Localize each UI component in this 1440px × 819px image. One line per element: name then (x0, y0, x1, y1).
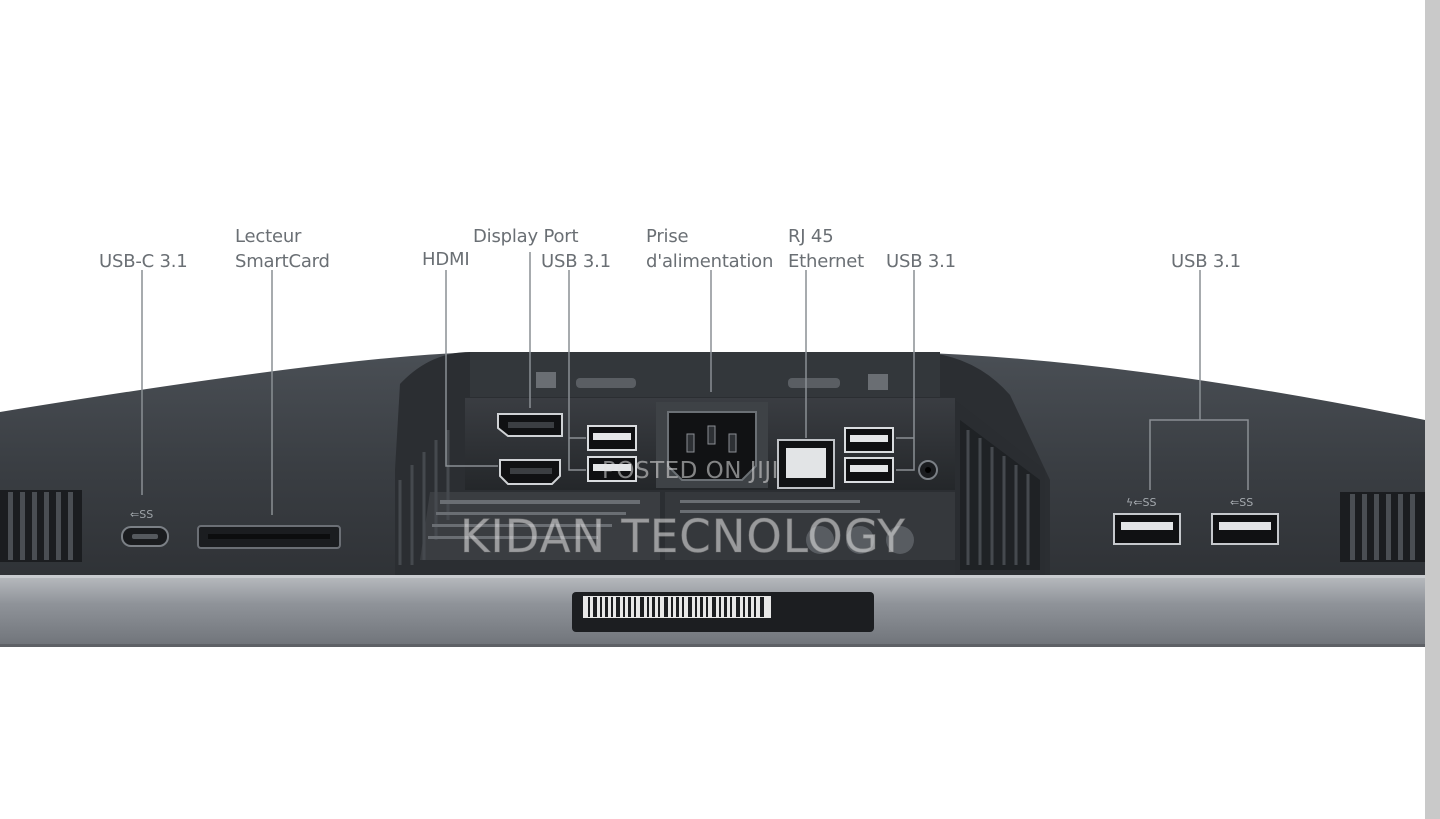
usb-port-left-bottom (587, 456, 637, 482)
usb-c-port: ⇐SS (121, 508, 169, 547)
audio-jack (918, 460, 938, 480)
label-usb-left-text: USB 3.1 (541, 251, 611, 272)
label-displayport-text: Display Port (473, 226, 579, 247)
label-rj45-line2: Ethernet (788, 251, 864, 272)
displayport-port (497, 413, 563, 437)
usb-port-side-1: ϟ⇐SS (1113, 496, 1181, 545)
regulatory-marks (428, 500, 914, 554)
smartcard-reader-slot (197, 525, 341, 549)
label-power-socket: Prise d'alimentation (646, 224, 773, 274)
usb-port-side-2: ⇐SS (1211, 496, 1279, 545)
svg-text:⇐SS: ⇐SS (1230, 496, 1253, 509)
left-vent-grille (0, 490, 82, 562)
label-usb-side-text: USB 3.1 (1171, 251, 1241, 272)
vertical-scrollbar[interactable] (1425, 0, 1440, 819)
label-rj45-ethernet: RJ 45 Ethernet (788, 224, 864, 274)
scrollbar-thumb[interactable] (1425, 0, 1440, 819)
power-socket (656, 402, 768, 488)
watermark-posted-on: POSTED ON JIJI (602, 458, 779, 484)
label-hdmi: HDMI (422, 247, 470, 272)
leader-lines (141, 252, 1249, 515)
label-usb-right-text: USB 3.1 (886, 251, 956, 272)
hdmi-port (499, 459, 561, 485)
usb-port-right-bottom (844, 457, 894, 483)
label-usb-right: USB 3.1 (886, 249, 956, 274)
label-usb-c: USB-C 3.1 (99, 249, 188, 274)
label-smartcard-line2: SmartCard (235, 251, 330, 272)
bay-vent-slots (966, 430, 1030, 565)
rj45-ethernet-port (777, 439, 835, 489)
svg-text:ϟ⇐SS: ϟ⇐SS (1126, 496, 1156, 509)
svg-text:⇐SS: ⇐SS (130, 508, 153, 521)
label-smartcard-line1: Lecteur (235, 226, 302, 247)
label-smartcard-reader: Lecteur SmartCard (235, 224, 330, 274)
label-usb-left: USB 3.1 (541, 249, 611, 274)
label-hdmi-text: HDMI (422, 249, 470, 270)
left-bay-vent-slots (398, 430, 450, 565)
watermark-company: KIDAN TECNOLOGY (460, 510, 906, 564)
usb-port-right-top (844, 427, 894, 453)
label-power-line2: d'alimentation (646, 251, 774, 272)
label-power-line1: Prise (646, 226, 689, 247)
usb-port-left-top (587, 425, 637, 451)
label-rj45-line1: RJ 45 (788, 226, 834, 247)
label-usb-side: USB 3.1 (1171, 249, 1241, 274)
serial-barcode-sticker (572, 592, 874, 632)
label-usb-c-text: USB-C 3.1 (99, 251, 188, 272)
label-displayport: Display Port (473, 224, 579, 249)
right-vent-grille (1340, 492, 1425, 562)
